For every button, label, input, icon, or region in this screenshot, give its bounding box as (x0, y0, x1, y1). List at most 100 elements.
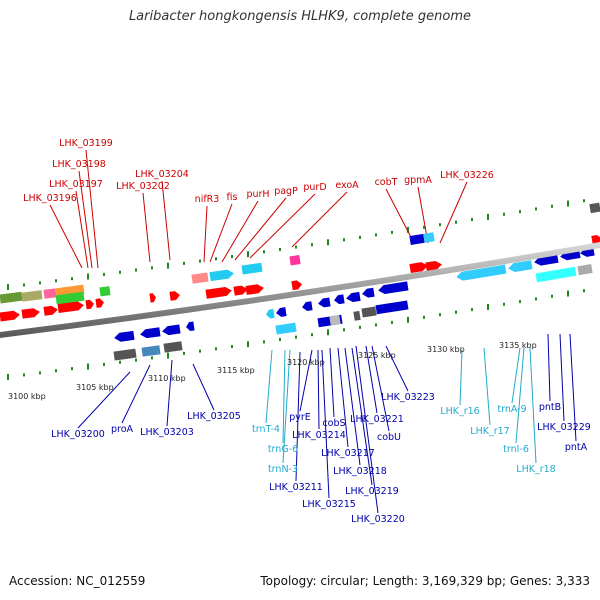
feature-arrow (162, 324, 181, 336)
feature-glyph (291, 280, 302, 291)
tick-label: 3115 kbp (217, 366, 255, 375)
tick-outer (119, 270, 121, 274)
feature-arrow (329, 314, 341, 326)
feature-arrow (113, 348, 137, 361)
tick-inner (519, 300, 521, 304)
tick-inner (343, 328, 345, 332)
leader-line (317, 349, 320, 430)
leader-line (459, 349, 463, 406)
feature-arrow (186, 321, 195, 332)
feature-label: LHK_03205 (187, 411, 241, 422)
feature-glyph (245, 284, 264, 295)
feature-label: LHK_03196 (23, 193, 77, 204)
map-title: Laribacter hongkongensis HLHK9, complete… (128, 9, 472, 24)
feature-glyph (233, 285, 248, 296)
tick-label: 3130 kbp (427, 345, 465, 354)
leader-line (282, 349, 286, 444)
tick-label: 3105 kbp (76, 383, 114, 392)
tick-inner (327, 329, 329, 336)
tick-outer (295, 245, 297, 249)
tick-outer (407, 226, 409, 233)
feature-label: LHK_03220 (351, 514, 405, 525)
feature-arrow (425, 260, 442, 272)
tick-inner (503, 302, 505, 306)
feature-glyph (361, 306, 377, 318)
tick-outer (87, 273, 89, 280)
feature-arrow (205, 286, 232, 299)
tick-inner (375, 323, 377, 327)
tick-outer (455, 220, 457, 224)
feature-glyph (409, 233, 425, 245)
feature-label: pntA (565, 442, 588, 453)
tick-inner (7, 373, 9, 380)
feature-glyph (577, 263, 593, 276)
tick-inner (231, 345, 233, 349)
feature-label: trnA-9 (497, 404, 526, 415)
leader-line (299, 349, 313, 412)
tick-outer (23, 283, 25, 287)
feature-label: LHK_03226 (440, 170, 494, 181)
feature-arrow (114, 330, 135, 342)
leader-line (351, 347, 373, 486)
tick-outer (487, 213, 489, 220)
feature-glyph (43, 305, 58, 316)
tick-inner (71, 367, 73, 371)
feature-label: nifR3 (195, 194, 220, 205)
tick-outer (55, 279, 57, 283)
tick-outer (439, 223, 441, 227)
feature-tracks (0, 202, 600, 361)
tick-inner (55, 369, 57, 373)
leader-line (511, 347, 521, 404)
leader-line (547, 333, 551, 402)
feature-glyph (535, 266, 577, 283)
tick-outer (583, 199, 585, 203)
feature-label: LHK_r17 (470, 426, 509, 437)
feature-label: purD (303, 182, 326, 193)
tick-outer (327, 239, 329, 246)
tick-outer (263, 250, 265, 254)
feature-glyph (169, 291, 180, 301)
feature-label: trnT-4 (252, 424, 280, 435)
feature-glyph (209, 269, 234, 282)
tick-inner (23, 373, 25, 377)
leader-line (209, 203, 233, 263)
tick-ring (7, 199, 585, 380)
feature-glyph (289, 255, 301, 266)
tick-inner (471, 308, 473, 312)
feature-label: cobT (375, 177, 398, 188)
feature-glyph (21, 290, 43, 302)
accession-text: Accession: NC_012559 (9, 574, 146, 588)
feature-arrow (57, 301, 84, 313)
feature-arrow (375, 300, 409, 315)
tick-inner (439, 313, 441, 317)
leader-line (121, 364, 151, 424)
tick-inner (295, 335, 297, 339)
tick-label: 3100 kbp (8, 392, 46, 401)
leader-line (329, 347, 335, 418)
feature-glyph (205, 286, 232, 299)
feature-arrow (245, 284, 264, 295)
tick-inner (87, 363, 89, 370)
feature-arrow (346, 291, 361, 303)
feature-label: trnI-6 (503, 444, 529, 455)
tick-outer (183, 261, 185, 265)
feature-glyph (0, 310, 20, 322)
tick-inner (535, 297, 537, 301)
leader-line (321, 349, 330, 499)
tick-inner (247, 341, 249, 348)
tick-outer (471, 218, 473, 222)
leader-line (161, 180, 171, 261)
tick-inner (103, 362, 105, 366)
tick-outer (135, 268, 137, 272)
feature-arrow (289, 255, 301, 266)
topology-text: Topology: circular; Length: 3,169,329 bp… (260, 574, 590, 588)
tick-outer (215, 257, 217, 261)
leader-line (77, 371, 131, 429)
feature-glyph (362, 287, 375, 298)
feature-arrow (266, 308, 275, 319)
feature-glyph (375, 300, 409, 315)
tick-outer (311, 243, 313, 247)
feature-arrow (362, 287, 375, 298)
